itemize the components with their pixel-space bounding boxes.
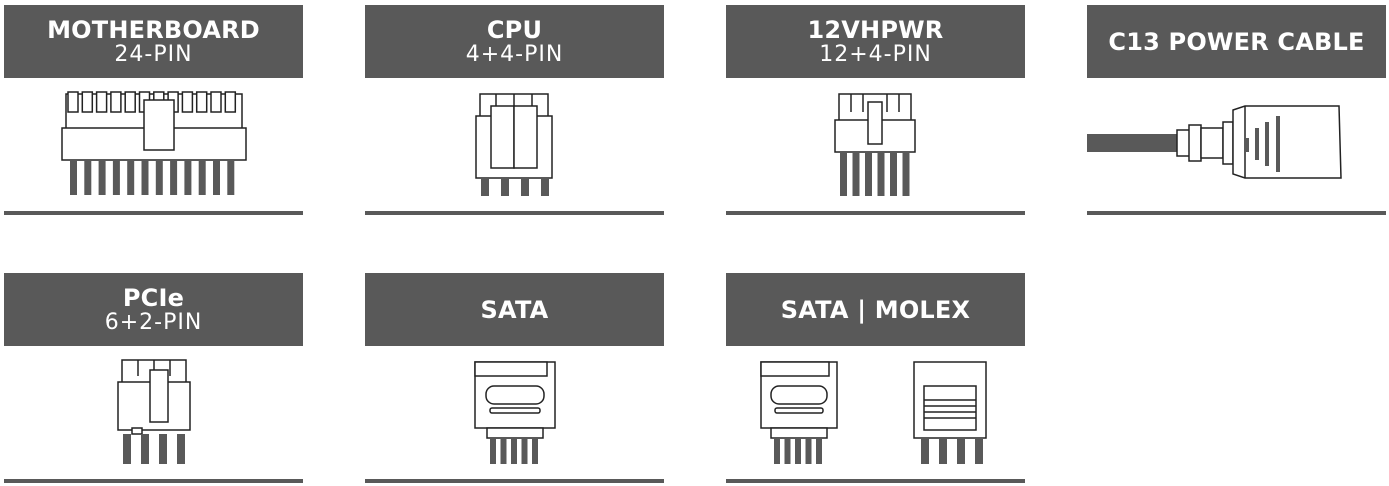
card-subtitle: 12+4-PIN xyxy=(819,41,932,67)
card-sata-molex: SATA | MOLEX xyxy=(726,273,1025,483)
divider xyxy=(726,211,1025,215)
card-subtitle: 6+2-PIN xyxy=(104,309,203,335)
card-subtitle: 4+4-PIN xyxy=(465,41,564,67)
card-header: PCIe 6+2-PIN xyxy=(4,273,303,346)
divider xyxy=(726,479,1025,483)
card-header: SATA xyxy=(365,273,664,346)
card-title: MOTHERBOARD xyxy=(47,15,260,44)
card-header: C13 POWER CABLE xyxy=(1087,5,1386,78)
card-motherboard: MOTHERBOARD 24-PIN xyxy=(4,5,303,215)
card-header: CPU 4+4-PIN xyxy=(365,5,664,78)
c13-power-cable-icon xyxy=(1087,105,1342,179)
motherboard-24pin-connector-icon xyxy=(61,91,247,195)
card-cpu: CPU 4+4-PIN xyxy=(365,5,664,215)
sata-molex-connector-icon xyxy=(760,361,987,464)
card-title: C13 POWER CABLE xyxy=(1108,27,1365,56)
divider xyxy=(365,211,664,215)
card-title: SATA | MOLEX xyxy=(780,295,971,324)
card-title: SATA xyxy=(480,295,549,324)
card-subtitle: 24-PIN xyxy=(114,41,193,67)
12vhpwr-connector-icon xyxy=(834,93,916,196)
card-sata: SATA xyxy=(365,273,664,483)
cpu-4plus4pin-connector-icon xyxy=(475,93,553,196)
card-12vhpwr: 12VHPWR 12+4-PIN xyxy=(726,5,1025,215)
card-header: SATA | MOLEX xyxy=(726,273,1025,346)
sata-plug-icon xyxy=(760,361,838,464)
sata-connector-icon xyxy=(474,361,556,464)
card-title: CPU xyxy=(486,15,543,44)
card-title: 12VHPWR xyxy=(807,15,944,44)
divider xyxy=(4,479,303,483)
card-c13: C13 POWER CABLE xyxy=(1087,5,1386,215)
divider xyxy=(4,211,303,215)
pcie-6plus2pin-connector-icon xyxy=(117,359,191,464)
card-header: MOTHERBOARD 24-PIN xyxy=(4,5,303,78)
card-header: 12VHPWR 12+4-PIN xyxy=(726,5,1025,78)
card-pcie: PCIe 6+2-PIN xyxy=(4,273,303,483)
divider xyxy=(365,479,664,483)
divider xyxy=(1087,211,1386,215)
molex-plug-icon xyxy=(913,361,987,464)
card-title: PCIe xyxy=(122,283,185,312)
